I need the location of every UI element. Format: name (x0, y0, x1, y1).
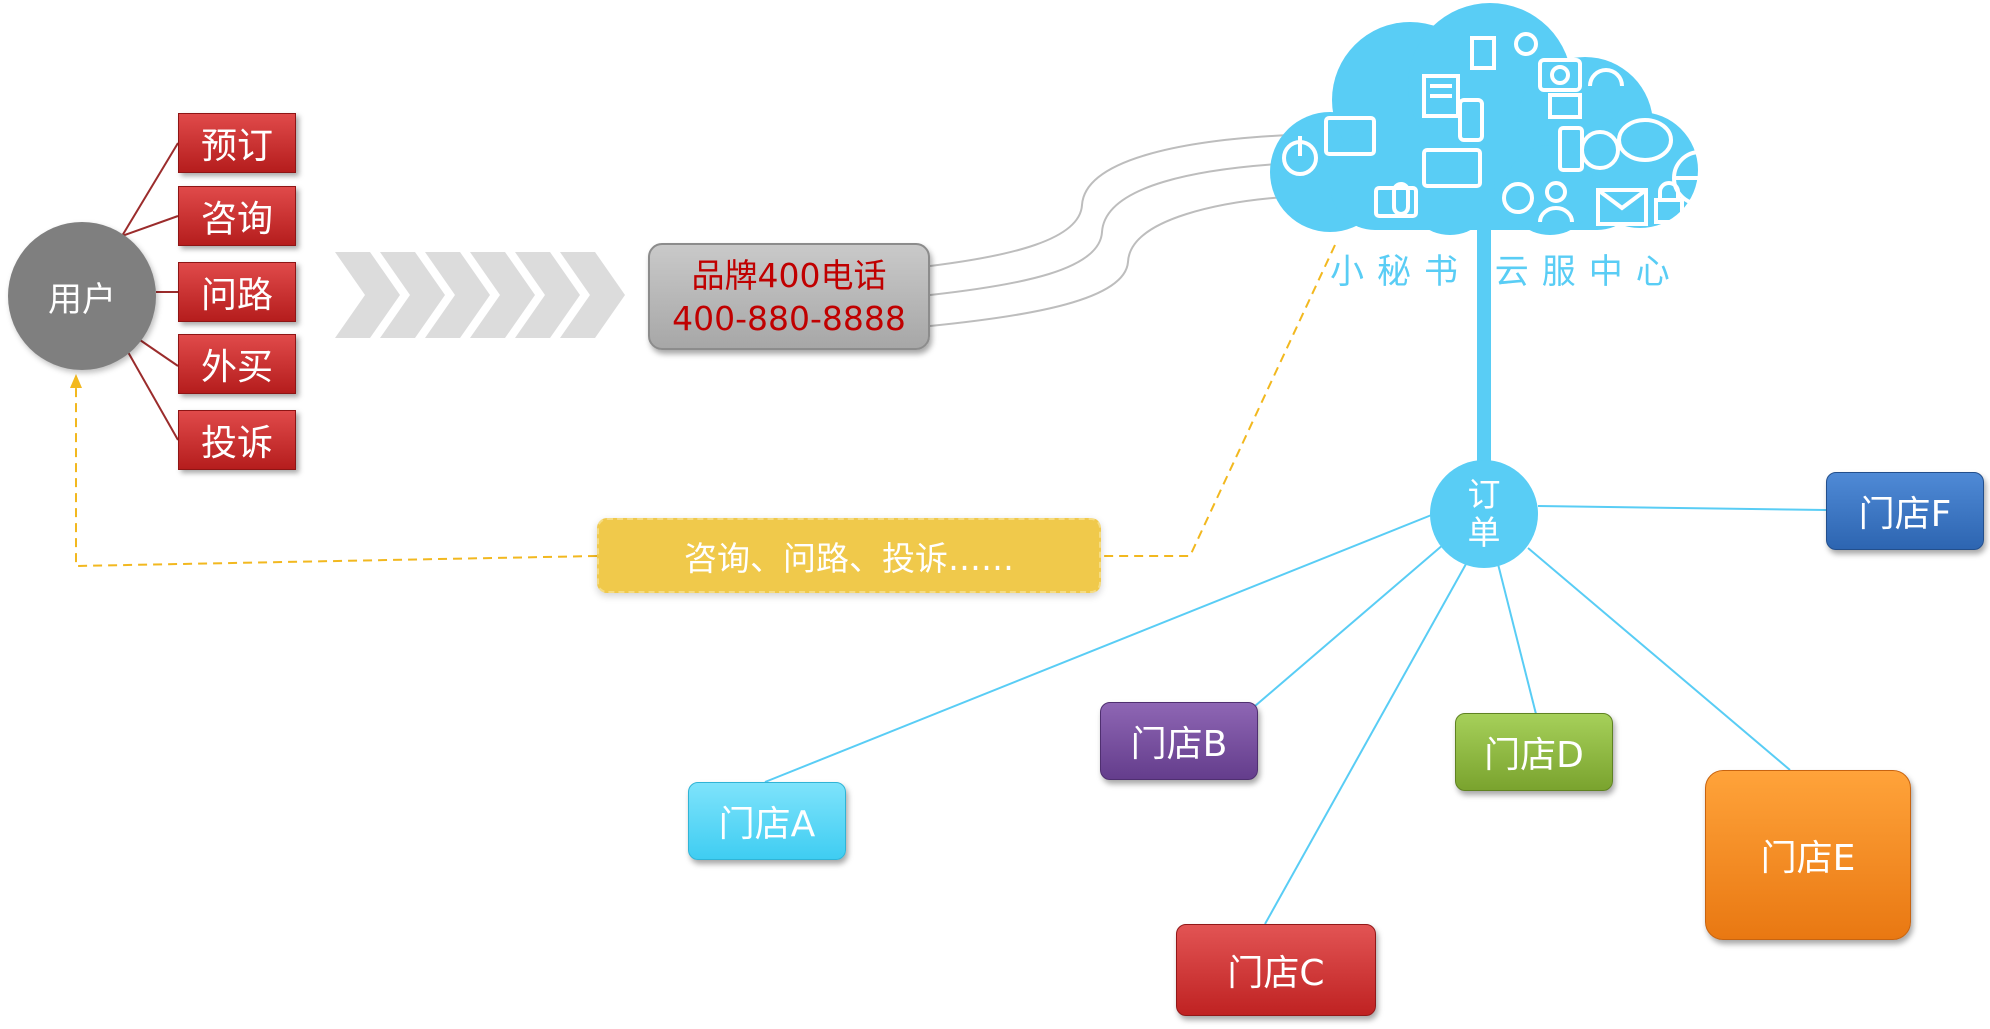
user-label: 用户 (48, 279, 116, 320)
store-b-label: 门店B (1130, 724, 1228, 765)
action-reserve: 预订 (178, 113, 296, 173)
order-label-line2: 单 (1467, 513, 1501, 552)
store-e-label: 门店E (1760, 838, 1856, 879)
action-takeout: 外买 (178, 334, 296, 394)
store-b: 门店B (1100, 702, 1258, 780)
action-inquiry-label: 咨询 (200, 199, 273, 240)
cloud-label: 小秘书 云服中心 (1330, 252, 1683, 292)
user-action-links (121, 142, 179, 441)
store-d-label: 门店D (1484, 735, 1584, 776)
feedback-note-text: 咨询、问路、投诉…… (684, 538, 1014, 578)
store-a: 门店A (688, 782, 846, 860)
feedback-arrowhead-icon (70, 374, 82, 388)
order-label-line1: 订 (1467, 475, 1501, 514)
action-directions: 问路 (178, 262, 296, 322)
order-store-links (764, 505, 1827, 925)
store-c: 门店C (1176, 924, 1376, 1016)
store-a-label: 门店A (718, 804, 816, 845)
user-node: 用户 (8, 222, 156, 370)
action-complaint-label: 投诉 (200, 423, 273, 464)
phone-cloud-links (929, 134, 1301, 327)
store-f-label: 门店F (1858, 494, 1952, 535)
store-d: 门店D (1455, 713, 1613, 791)
phone-title: 品牌400电话 (691, 255, 887, 295)
chevron-arrows-icon (335, 252, 625, 338)
feedback-note: 咨询、问路、投诉…… (597, 518, 1101, 593)
phone-number: 400-880-8888 (672, 298, 906, 338)
cloud-services-icon (1270, 3, 1728, 235)
store-f: 门店F (1826, 472, 1984, 550)
action-directions-label: 问路 (200, 275, 273, 316)
action-takeout-label: 外买 (200, 347, 273, 388)
feedback-path (75, 244, 1336, 568)
brand-phone-box: 品牌400电话 400-880-8888 (648, 243, 930, 350)
action-reserve-label: 预订 (200, 126, 273, 167)
store-e: 门店E (1705, 770, 1911, 940)
store-c-label: 门店C (1227, 953, 1325, 994)
order-node: 订 单 (1430, 460, 1538, 568)
action-complaint: 投诉 (178, 410, 296, 470)
action-inquiry: 咨询 (178, 186, 296, 246)
